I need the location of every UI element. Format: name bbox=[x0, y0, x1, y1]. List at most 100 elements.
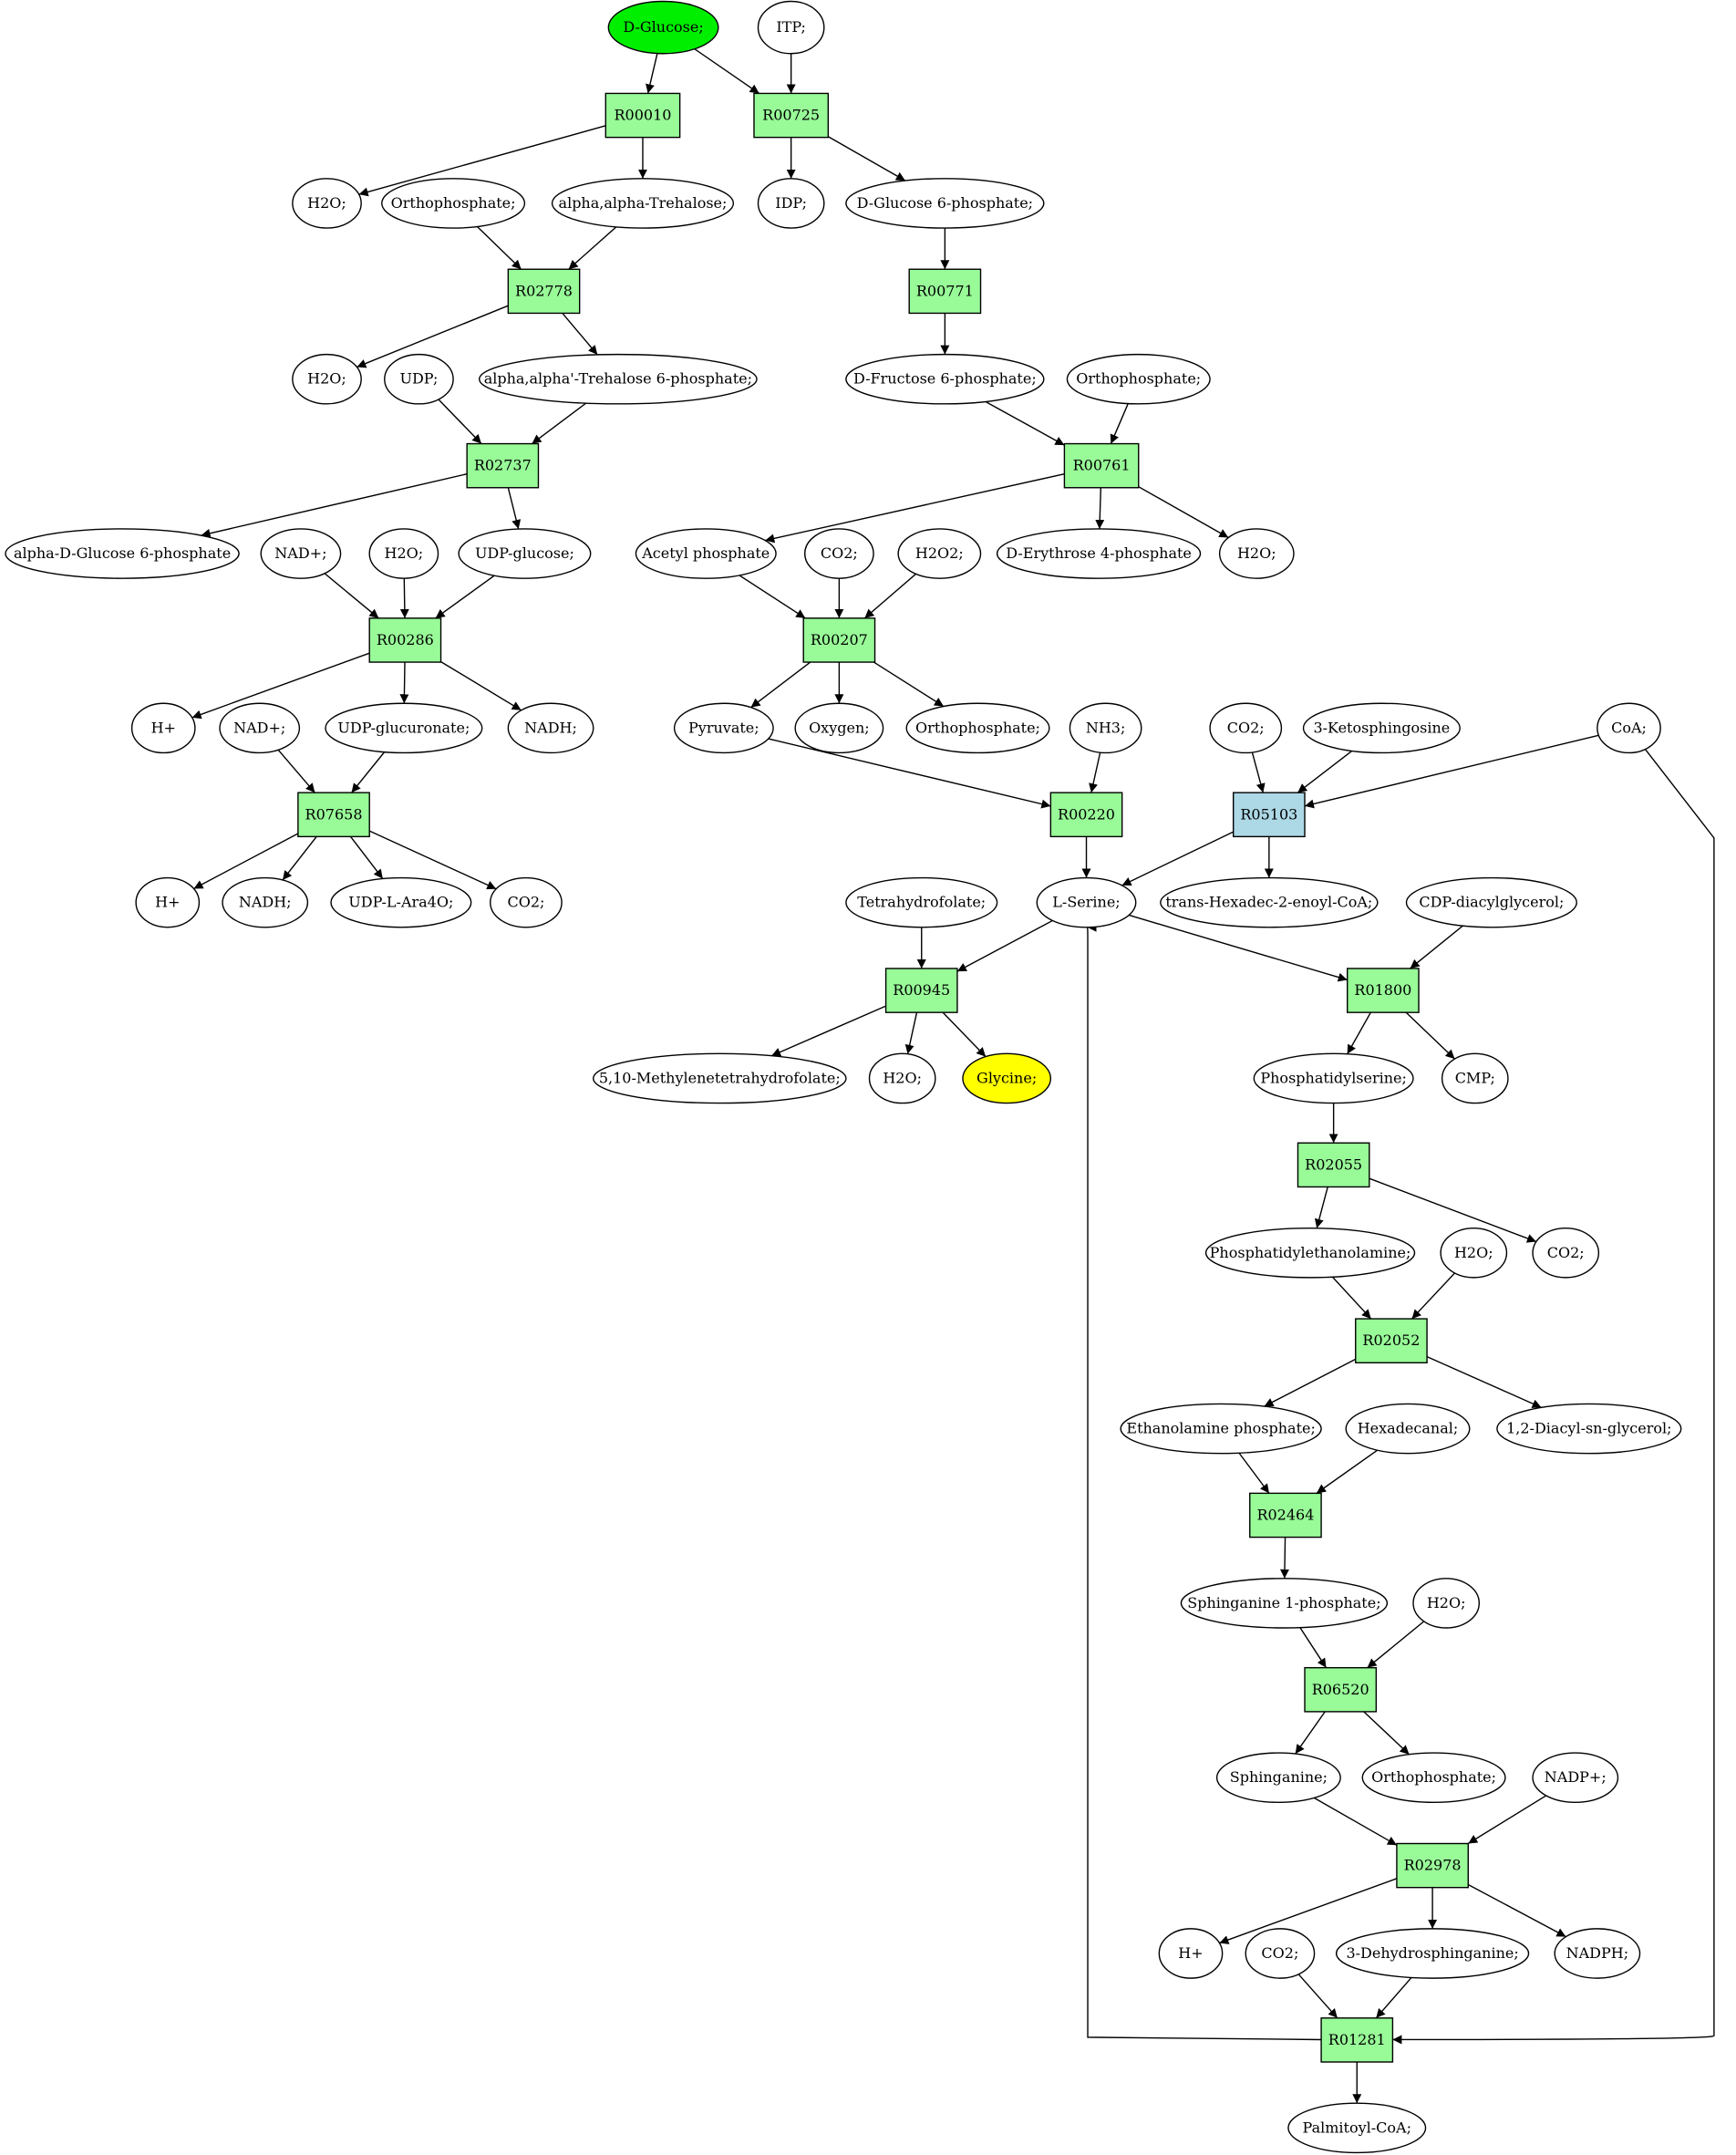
metabolite-node-nadh_2[interactable]: NADH; bbox=[222, 876, 309, 928]
metabolite-node-nadpplus[interactable]: NADP+; bbox=[1532, 1752, 1619, 1804]
metabolite-node-udpglucuronate[interactable]: UDP-glucuronate; bbox=[325, 702, 483, 754]
metabolite-node-ketosphingosine[interactable]: 3-Ketosphingosine bbox=[1302, 702, 1461, 754]
metabolite-node-co2_4[interactable]: CO2; bbox=[1532, 1227, 1600, 1279]
metabolite-node-co2_3[interactable]: CO2; bbox=[490, 876, 563, 928]
metabolite-node-lserine[interactable]: L-Serine; bbox=[1036, 876, 1137, 928]
reaction-node-r00945[interactable]: R00945 bbox=[884, 968, 958, 1013]
metabolite-ellipse bbox=[1158, 1928, 1224, 1979]
metabolite-node-orthophosphate_2[interactable]: Orthophosphate; bbox=[1066, 353, 1211, 405]
reaction-node-r05103[interactable]: R05103 bbox=[1232, 792, 1306, 838]
reaction-node-r00220[interactable]: R00220 bbox=[1049, 792, 1123, 838]
metabolite-node-sphinganine[interactable]: Sphinganine; bbox=[1215, 1752, 1341, 1804]
metabolite-node-orthophosphate_4[interactable]: Orthophosphate; bbox=[1361, 1752, 1506, 1804]
metabolite-node-pyruvate[interactable]: Pyruvate; bbox=[673, 702, 774, 754]
metabolite-node-co2_1[interactable]: CO2; bbox=[804, 528, 874, 579]
metabolite-node-adg6p[interactable]: alpha-D-Glucose 6-phosphate bbox=[5, 528, 240, 579]
node-label: alpha-D-Glucose 6-phosphate bbox=[14, 544, 231, 562]
reaction-node-r02052[interactable]: R02052 bbox=[1355, 1318, 1428, 1363]
edge-nh3-to-r00220 bbox=[1089, 752, 1101, 793]
metabolite-node-dehydrosphinganine[interactable]: 3-Dehydrosphinganine; bbox=[1335, 1928, 1530, 1979]
metabolite-node-h2o_5[interactable]: H2O; bbox=[868, 1052, 936, 1104]
metabolite-node-phosphatidylethanolamine[interactable]: Phosphatidylethanolamine; bbox=[1204, 1227, 1416, 1279]
node-label: H2O; bbox=[883, 1069, 922, 1086]
metabolite-node-diacylglycerol[interactable]: 1,2-Diacyl-sn-glycerol; bbox=[1496, 1403, 1682, 1455]
reaction-node-r00207[interactable]: R00207 bbox=[802, 617, 876, 663]
metabolite-node-f6p[interactable]: D-Fructose 6-phosphate; bbox=[845, 353, 1045, 405]
metabolite-node-nadp_1[interactable]: NAD+; bbox=[260, 528, 342, 579]
node-label: Pyruvate; bbox=[688, 719, 760, 736]
edge-pyruvate-to-r00220 bbox=[768, 738, 1051, 809]
metabolite-node-h2o_1[interactable]: H2O; bbox=[292, 178, 362, 229]
metabolite-node-itp[interactable]: ITP; bbox=[757, 0, 825, 55]
reaction-node-r02978[interactable]: R02978 bbox=[1396, 1842, 1469, 1889]
edge-r02055-to-co2_4 bbox=[1369, 1177, 1537, 1243]
metabolite-node-orthophosphate_3[interactable]: Orthophosphate; bbox=[905, 702, 1050, 754]
metabolite-node-nadh_1[interactable]: NADH; bbox=[507, 702, 594, 754]
metabolite-node-trehalose6p[interactable]: alpha,alpha'-Trehalose 6-phosphate; bbox=[479, 353, 758, 405]
reaction-node-r01800[interactable]: R01800 bbox=[1347, 968, 1420, 1013]
reaction-box bbox=[1355, 1318, 1428, 1363]
metabolite-node-acetylp[interactable]: Acetyl phosphate bbox=[635, 528, 777, 579]
edge-udp-to-r02737 bbox=[438, 399, 482, 445]
metabolite-node-co2_5[interactable]: CO2; bbox=[1245, 1928, 1316, 1979]
metabolite-node-methylenethf[interactable]: 5,10-Methylenetetrahydrofolate; bbox=[593, 1052, 847, 1104]
metabolite-node-h2o_2[interactable]: H2O; bbox=[292, 353, 362, 405]
metabolite-node-h2o_4[interactable]: H2O; bbox=[1218, 528, 1295, 579]
metabolite-node-trehalose[interactable]: alpha,alpha-Trehalose; bbox=[551, 178, 735, 229]
reaction-node-r02737[interactable]: R02737 bbox=[466, 442, 540, 489]
metabolite-node-hplus_1[interactable]: H+ bbox=[130, 702, 196, 754]
node-label: R00286 bbox=[377, 631, 434, 648]
edge-sphinganine-to-r02978 bbox=[1313, 1797, 1398, 1846]
metabolite-node-phosphatidylserine[interactable]: Phosphatidylserine; bbox=[1253, 1052, 1414, 1104]
edge-dglucose-to-r00725 bbox=[694, 48, 760, 95]
node-label: CO2; bbox=[1227, 719, 1265, 736]
metabolite-ellipse bbox=[292, 353, 362, 405]
metabolite-node-orthophosphate_1[interactable]: Orthophosphate; bbox=[381, 178, 526, 229]
metabolite-node-oxygen[interactable]: Oxygen; bbox=[794, 702, 884, 754]
metabolite-node-udpara[interactable]: UDP-L-Ara4O; bbox=[330, 876, 472, 928]
metabolite-node-cmp[interactable]: CMP; bbox=[1441, 1052, 1509, 1104]
metabolite-node-nadph[interactable]: NADPH; bbox=[1554, 1928, 1641, 1979]
node-label: CO2; bbox=[1547, 1244, 1585, 1261]
reaction-node-r00286[interactable]: R00286 bbox=[368, 617, 442, 663]
metabolite-node-h2o_7[interactable]: H2O; bbox=[1412, 1578, 1481, 1629]
node-label: NADH; bbox=[524, 719, 577, 736]
metabolite-node-g6p[interactable]: D-Glucose 6-phosphate; bbox=[845, 178, 1045, 229]
metabolite-node-hexadecenoylcoa[interactable]: trans-Hexadec-2-enoyl-CoA; bbox=[1160, 876, 1379, 928]
metabolite-node-h2o_3[interactable]: H2O; bbox=[368, 528, 439, 579]
metabolite-node-udpglucose[interactable]: UDP-glucose; bbox=[458, 528, 592, 579]
metabolite-node-hexadecanal[interactable]: Hexadecanal; bbox=[1345, 1403, 1471, 1455]
metabolite-node-dglucose[interactable]: D-Glucose; bbox=[607, 0, 719, 55]
reaction-node-r00010[interactable]: R00010 bbox=[604, 92, 681, 139]
metabolite-ellipse bbox=[868, 1052, 936, 1104]
metabolite-node-glycine[interactable]: Glycine; bbox=[962, 1052, 1052, 1104]
metabolite-node-h2o_6[interactable]: H2O; bbox=[1440, 1227, 1508, 1279]
metabolite-node-nadp_2[interactable]: NAD+; bbox=[219, 702, 301, 754]
metabolite-node-co2_2[interactable]: CO2; bbox=[1209, 702, 1283, 754]
metabolite-node-ethanolaminep[interactable]: Ethanolamine phosphate; bbox=[1120, 1403, 1322, 1455]
reaction-node-r07658[interactable]: R07658 bbox=[297, 792, 370, 838]
metabolite-node-coa[interactable]: CoA; bbox=[1596, 702, 1661, 754]
metabolite-node-idp[interactable]: IDP; bbox=[757, 178, 825, 229]
metabolite-ellipse bbox=[996, 528, 1202, 579]
reaction-node-r00771[interactable]: R00771 bbox=[908, 268, 982, 315]
metabolite-node-hplus_2[interactable]: H+ bbox=[135, 876, 201, 928]
reaction-node-r00725[interactable]: R00725 bbox=[753, 92, 830, 139]
reaction-node-r00761[interactable]: R00761 bbox=[1063, 442, 1140, 489]
metabolite-node-hplus_3[interactable]: H+ bbox=[1158, 1928, 1224, 1979]
metabolite-node-udp[interactable]: UDP; bbox=[384, 353, 454, 405]
reaction-node-r02464[interactable]: R02464 bbox=[1249, 1492, 1322, 1539]
reaction-node-r01281[interactable]: R01281 bbox=[1320, 2017, 1394, 2063]
reaction-node-r02778[interactable]: R02778 bbox=[507, 268, 581, 315]
node-label: Palmitoyl-CoA; bbox=[1303, 2119, 1411, 2136]
reaction-node-r06520[interactable]: R06520 bbox=[1304, 1666, 1378, 1713]
metabolite-ellipse bbox=[1532, 1227, 1600, 1279]
reaction-node-r02055[interactable]: R02055 bbox=[1297, 1142, 1370, 1188]
metabolite-node-h2o2[interactable]: H2O2; bbox=[897, 528, 982, 579]
metabolite-node-e4p[interactable]: D-Erythrose 4-phosphate bbox=[996, 528, 1202, 579]
metabolite-node-sphinganine1p[interactable]: Sphinganine 1-phosphate; bbox=[1180, 1578, 1389, 1629]
metabolite-node-cdpdag[interactable]: CDP-diacylglycerol; bbox=[1405, 876, 1577, 928]
metabolite-node-thf[interactable]: Tetrahydrofolate; bbox=[845, 876, 998, 928]
metabolite-node-palmitoylcoa[interactable]: Palmitoyl-CoA; bbox=[1287, 2102, 1427, 2154]
metabolite-node-nh3[interactable]: NH3; bbox=[1069, 702, 1142, 754]
